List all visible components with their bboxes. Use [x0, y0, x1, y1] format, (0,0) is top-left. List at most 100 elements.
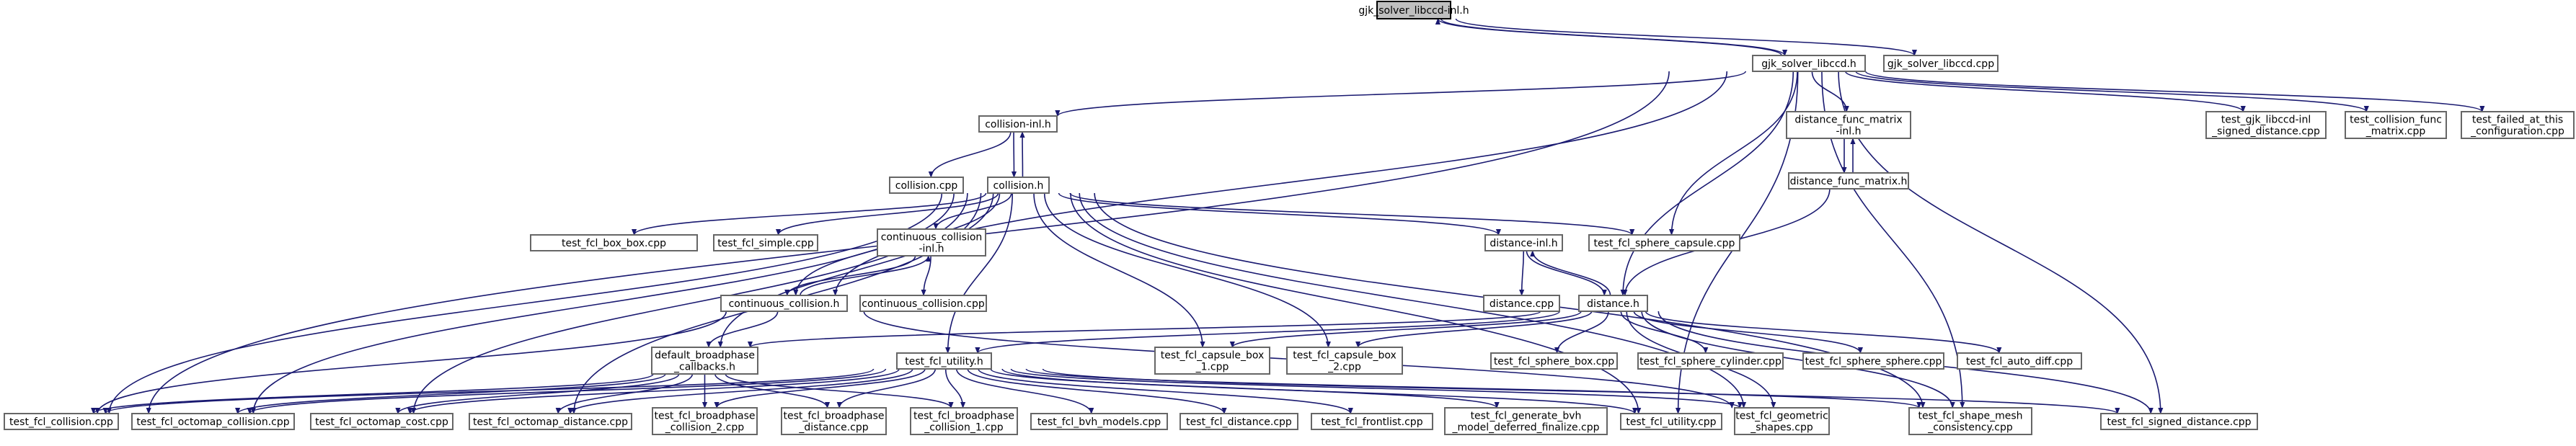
node-tgjkinl[interactable]: test_gjk_libccd-inl_signed_distance.cpp — [2205, 111, 2327, 139]
node-tbox[interactable]: test_fcl_box_box.cpp — [530, 234, 698, 251]
node-gjkh[interactable]: gjk_solver_libccd.h — [1752, 55, 1866, 72]
node-cccpp[interactable]: continuous_collision.cpp — [859, 295, 987, 312]
node-box — [530, 234, 698, 251]
node-tsphsph[interactable]: test_fcl_sphere_sphere.cpp — [1802, 352, 1944, 370]
node-collinl[interactable]: collision-inl.h — [978, 115, 1058, 133]
node-collh[interactable]: collision.h — [987, 177, 1050, 194]
node-cch[interactable]: continuous_collision.h — [720, 295, 848, 312]
edge-gjkh-to-dfminl — [1811, 71, 1849, 112]
node-tfront[interactable]: test_fcl_frontlist.cpp — [1311, 413, 1433, 430]
edge-disth-to-dbcb — [748, 311, 1541, 348]
node-tcapbox2[interactable]: test_fcl_capsule_box_2.cpp — [1286, 347, 1403, 375]
node-box — [2345, 111, 2447, 139]
edge-gjkh-to-tcollfunc — [1855, 71, 2369, 112]
node-label: test_fcl_generate_bvh — [1471, 411, 1582, 422]
node-tsimple[interactable]: test_fcl_simple.cpp — [713, 234, 818, 251]
node-label: test_fcl_collision.cpp — [9, 416, 113, 428]
node-label: gjk_solver_libccd.cpp — [1887, 58, 1994, 70]
node-label: test_fcl_geometric — [1735, 411, 1828, 422]
edge-dbcb-to-toctcost — [395, 373, 680, 414]
edge-gjkh-to-disth — [1620, 71, 1794, 296]
node-label: test_fcl_distance.cpp — [1186, 416, 1292, 428]
node-box — [1752, 55, 1866, 72]
node-tbpdist[interactable]: test_fcl_broadphase_distance.cpp — [781, 407, 887, 435]
edge-tutilh-to-toctcost — [407, 368, 900, 414]
edge-collh-to-dbcb — [717, 192, 994, 348]
node-box — [1908, 407, 2032, 435]
node-tsphcyl[interactable]: test_fcl_sphere_cylinder.cpp — [1637, 352, 1784, 370]
edge-disth-to-tcapbox2 — [1355, 311, 1593, 348]
node-dfmh[interactable]: distance_func_matrix.h — [1788, 172, 1909, 189]
node-box — [652, 407, 758, 435]
edge-disth-to-tcapbox1 — [1229, 311, 1582, 348]
edge-disth-to-tsphsph — [1633, 311, 1863, 354]
node-box — [1637, 352, 1784, 370]
node-distcpp[interactable]: distance.cpp — [1483, 295, 1560, 312]
node-box — [1483, 295, 1560, 312]
node-label: collision.h — [993, 180, 1044, 192]
node-label: test_fcl_signed_distance.cpp — [2107, 416, 2251, 428]
node-box — [469, 413, 632, 430]
node-tsphbox[interactable]: test_fcl_sphere_box.cpp — [1490, 352, 1618, 370]
node-toctdist[interactable]: test_fcl_octomap_distance.cpp — [469, 413, 632, 430]
node-box — [1376, 1, 1451, 19]
node-box — [2205, 111, 2327, 139]
node-box — [910, 407, 1018, 435]
node-tsphcap[interactable]: test_fcl_sphere_capsule.cpp — [1588, 234, 1740, 251]
node-tutilcpp[interactable]: test_fcl_utility.cpp — [1620, 413, 1722, 430]
edge-disth-to-tsphcyl — [1620, 311, 1709, 354]
node-label: test_fcl_octomap_distance.cpp — [473, 416, 628, 428]
node-box — [1484, 234, 1563, 251]
node-box — [781, 407, 887, 435]
node-toctcost[interactable]: test_fcl_octomap_cost.cpp — [310, 413, 453, 430]
node-box — [1578, 295, 1648, 312]
node-disth[interactable]: distance.h — [1578, 295, 1648, 312]
node-box — [1788, 172, 1909, 189]
node-dfminl[interactable]: distance_func_matrix-inl.h — [1786, 111, 1911, 139]
node-box — [1179, 413, 1298, 430]
node-label: _2.cpp — [1327, 362, 1361, 373]
node-collcpp[interactable]: collision.cpp — [889, 177, 964, 194]
node-box — [2100, 413, 2258, 430]
node-toctcoll[interactable]: test_fcl_octomap_collision.cpp — [131, 413, 295, 430]
edge-tutilh-to-tutilcpp — [1001, 368, 1637, 414]
node-tcoll[interactable]: test_fcl_collision.cpp — [4, 413, 119, 430]
node-box — [889, 177, 964, 194]
edge-collh-to-tsphcap — [1069, 192, 1635, 236]
node-box — [1490, 352, 1618, 370]
node-tcollfunc[interactable]: test_collision_func_matrix.cpp — [2345, 111, 2447, 139]
edge-cch-to-tcoll — [94, 311, 727, 414]
edge-tutilh-to-tshape — [1025, 368, 1922, 409]
node-tshape[interactable]: test_fcl_shape_mesh_consistency.cpp — [1908, 407, 2032, 435]
node-ccinl[interactable]: continuous_collision-inl.h — [877, 228, 986, 257]
node-tutilh[interactable]: test_fcl_utility.h — [896, 352, 992, 370]
node-dbcb[interactable]: default_broadphase_callbacks.h — [651, 347, 758, 375]
node-label: test_fcl_auto_diff.cpp — [1966, 356, 2073, 367]
node-label: test_fcl_broadphase — [783, 411, 884, 422]
edge-root-to-gjkcpp — [1455, 18, 1917, 56]
edge-collh-to-ccinl — [933, 192, 1012, 230]
node-tgen[interactable]: test_fcl_generate_bvh_model_deferred_fin… — [1444, 407, 1608, 435]
node-tdist[interactable]: test_fcl_distance.cpp — [1179, 413, 1298, 430]
edge-tutilh-to-toctdist — [567, 368, 913, 414]
node-label: test_collision_func — [2350, 115, 2442, 126]
node-label: _1.cpp — [1195, 362, 1229, 373]
node-distinl[interactable]: distance-inl.h — [1484, 234, 1563, 251]
edge-gjkh-to-tgjkinl — [1844, 71, 2246, 112]
node-root[interactable]: gjk_solver_libccd-inl.h — [1358, 1, 1469, 19]
node-gjkcpp[interactable]: gjk_solver_libccd.cpp — [1883, 55, 1999, 72]
node-box — [2461, 111, 2575, 139]
node-tautodiff[interactable]: test_fcl_auto_diff.cpp — [1957, 352, 2082, 370]
node-label: _distance.cpp — [798, 422, 868, 434]
node-tgeom[interactable]: test_fcl_geometric_shapes.cpp — [1734, 407, 1830, 435]
node-label: continuous_collision.h — [729, 298, 840, 310]
node-tsigned[interactable]: test_fcl_signed_distance.cpp — [2100, 413, 2258, 430]
edge-disth-to-tshape — [1641, 311, 1955, 409]
node-tbp1[interactable]: test_fcl_broadphase_collision_1.cpp — [910, 407, 1018, 435]
edge-collh-to-toctcoll — [250, 192, 955, 414]
node-tfailed[interactable]: test_failed_at_this_configuration.cpp — [2461, 111, 2575, 139]
node-tcapbox1[interactable]: test_fcl_capsule_box_1.cpp — [1154, 347, 1270, 375]
node-tbp2[interactable]: test_fcl_broadphase_collision_2.cpp — [652, 407, 758, 435]
node-tbvh[interactable]: test_fcl_bvh_models.cpp — [1030, 413, 1168, 430]
